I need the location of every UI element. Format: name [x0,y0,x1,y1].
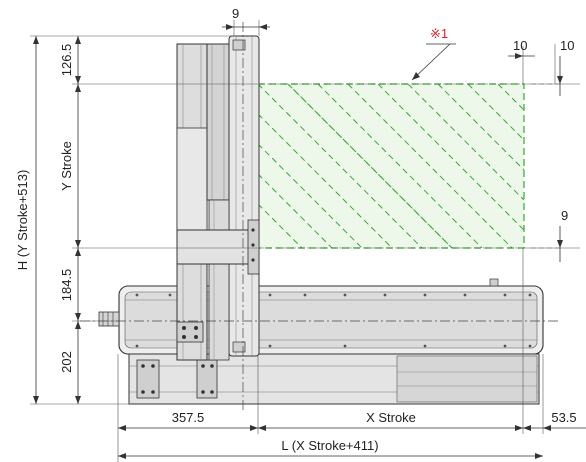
dim-x-stroke: X Stroke [366,410,416,425]
dimension-ticks [33,24,563,459]
dim-126-5: 126.5 [59,44,74,77]
dim-top-9: 9 [232,6,239,21]
dim-202: 202 [59,351,74,373]
y-axis-column [176,35,260,361]
dimension-lines [35,26,586,457]
x-axis-base [98,278,544,355]
dim-357-5: 357.5 [172,410,205,425]
centerlines [80,22,560,410]
work-area-boundary [257,83,525,249]
dim-l-total: L (X Stroke+411) [281,438,378,453]
note-marker: ※1 [430,26,448,41]
dim-right-10-a: 10 [513,38,527,53]
lower-frame [128,353,540,405]
dim-right-10-b: 10 [560,38,574,53]
dim-184-5: 184.5 [59,269,74,302]
cable-connector [98,311,120,327]
note-leader [411,43,456,81]
dim-53-5: 53.5 [551,410,576,425]
dim-y-stroke: Y Stroke [59,141,74,191]
work-area [257,83,525,249]
dim-h-total: H (Y Stroke+513) [15,170,30,271]
extension-lines [30,20,580,462]
dim-right-9: 9 [561,208,568,223]
